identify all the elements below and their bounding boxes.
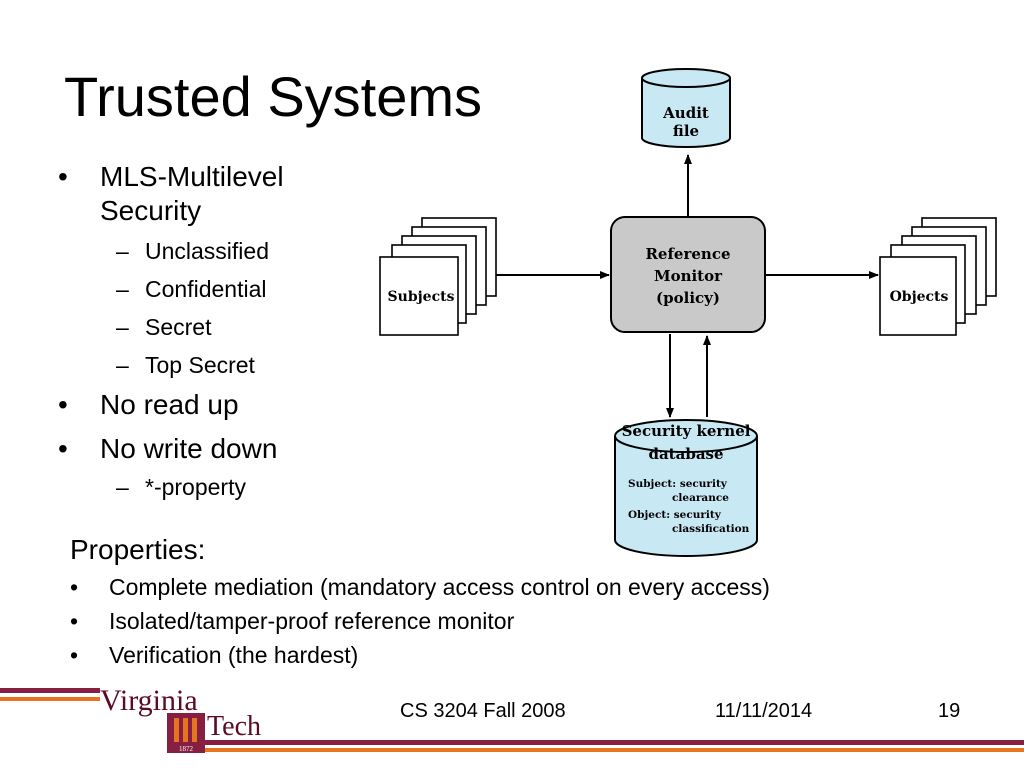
bullet-list: • MLS-Multilevel Security – Unclassified… [58,160,358,506]
properties-item: • Complete mediation (mandatory access c… [70,570,970,604]
logo-year: 1872 [179,745,194,753]
sub-bullet-marker: – [116,474,129,500]
footer-line-orange-left [0,697,100,701]
bullet-text: No write down [100,433,278,464]
monitor-label-line3: (policy) [656,289,720,307]
kernel-cylinder-top [614,419,758,453]
bullet-marker: • [58,433,68,464]
monitor-label-line1: Reference [645,245,730,263]
kernel-label-line1: Security kernel [622,422,751,440]
bullet-item: • MLS-Multilevel Security [58,160,358,228]
bullet-marker: • [58,161,68,192]
sub-bullet-marker: – [116,238,129,264]
subjects-label: Subjects [388,289,455,305]
footer-line-maroon-left [0,688,100,693]
audit-label-line2: file [673,122,699,140]
properties-item-text: Isolated/tamper-proof reference monitor [109,608,515,634]
sub-bullet-text: Confidential [145,276,267,302]
footer-line-maroon-right [205,740,1024,745]
audit-file-cylinder: Audit file [641,68,731,148]
properties-item-text: Complete mediation (mandatory access con… [109,574,770,600]
logo-shield-pillar [192,718,197,742]
bullet-text: MLS-Multilevel Security [100,161,284,226]
kernel-label-line2: database [648,445,723,463]
audit-cylinder-body [641,78,731,148]
slide-title: Trusted Systems [64,65,483,128]
sub-bullet-marker: – [116,352,129,378]
footer-date: 11/11/2014 [715,700,813,722]
sub-bullet-item: – Unclassified [58,232,358,270]
sub-bullet-item: – *-property [58,468,358,506]
bullet-marker: • [70,608,79,634]
kernel-detail-subject: Subject: security [628,478,728,490]
sub-bullet-item: – Confidential [58,270,358,308]
audit-cylinder-top [641,68,731,88]
properties-item-text: Verification (the hardest) [109,642,359,668]
reference-monitor-box: Reference Monitor (policy) [610,216,766,333]
logo-shield-pillar [183,718,188,742]
bullet-marker: • [58,389,68,420]
kernel-detail-object: Object: security [628,509,722,521]
objects-label: Objects [890,289,949,305]
objects-page-front [879,256,957,336]
bullet-item: • No read up [58,388,358,422]
properties-item: • Verification (the hardest) [70,638,970,672]
sub-bullet-marker: – [116,314,129,340]
bullet-text: No read up [100,389,239,420]
footer-page-number: 19 [938,700,961,722]
footer-line-orange-right [205,748,1024,752]
objects-stack: Objects [879,217,997,336]
logo-word-tech: Tech [207,711,261,742]
bullet-marker: • [70,642,79,668]
kernel-detail-clearance: clearance [672,492,729,504]
virginia-tech-logo: Virginia 1872 Tech [100,684,261,753]
sub-bullet-text: *-property [145,474,246,500]
kernel-cylinder-body [614,436,758,557]
bullet-marker: • [70,574,79,600]
sub-bullet-item: – Top Secret [58,346,358,384]
properties-heading: Properties: [70,534,206,565]
sub-bullet-marker: – [116,276,129,302]
properties-item: • Isolated/tamper-proof reference monito… [70,604,970,638]
subjects-stack: Subjects [379,217,497,336]
logo-word-virginia: Virginia [100,684,198,717]
sub-bullet-text: Secret [145,314,212,340]
subjects-page-front [379,256,459,336]
monitor-label-line2: Monitor [654,267,723,285]
security-kernel-database: Security kernel database Subject: securi… [614,419,758,557]
sub-bullet-text: Top Secret [145,352,255,378]
footer-course: CS 3204 Fall 2008 [400,700,566,722]
audit-label-line1: Audit [662,104,709,122]
bullet-item: • No write down [58,432,358,466]
properties-list: • Complete mediation (mandatory access c… [70,570,970,672]
kernel-detail-classification: classification [672,523,750,535]
sub-bullet-text: Unclassified [145,238,269,264]
logo-shield-pillar [174,718,179,742]
sub-bullet-item: – Secret [58,308,358,346]
